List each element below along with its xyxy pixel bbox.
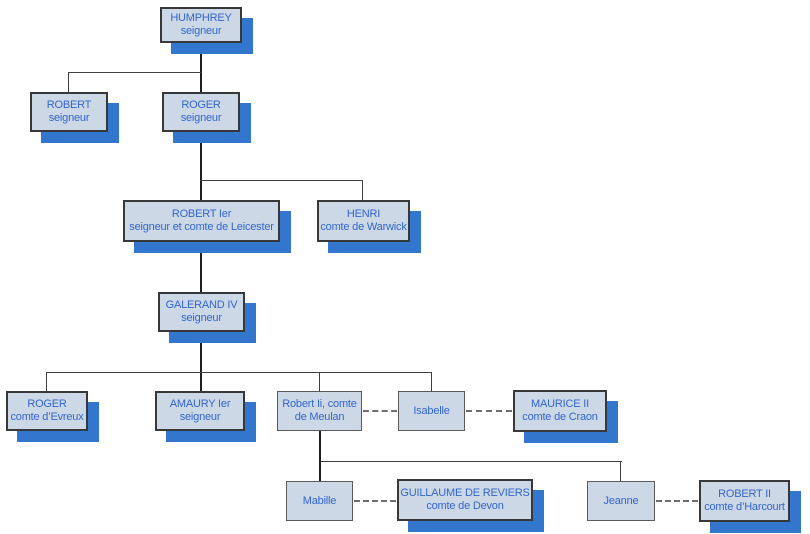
- connector-dashed-line: [466, 410, 512, 412]
- node-name-label: HUMPHREY: [170, 12, 232, 24]
- node-title-label: comte d’Harcourt: [704, 501, 785, 513]
- connector-horizontal-line: [68, 72, 201, 73]
- node-title-label: seigneur: [180, 25, 222, 37]
- connector-horizontal-line: [319, 461, 622, 462]
- tree-node-jeanne[interactable]: Jeanne: [587, 481, 655, 521]
- node-title-label: comte d’Evreux: [10, 411, 84, 423]
- node-title-label: seigneur: [181, 312, 222, 324]
- connector-horizontal-line: [46, 372, 432, 373]
- node-name-label: ROBERT: [46, 99, 92, 111]
- node-name-label: AMAURY Ier: [169, 398, 231, 410]
- connector-vertical-line: [362, 180, 363, 200]
- node-title-label: comte de Warwick: [320, 221, 407, 233]
- node-name-label: Robert Ii, comte: [282, 398, 357, 410]
- tree-node-mabille[interactable]: Mabille: [286, 481, 353, 521]
- node-name-label: ROBERT Ier: [171, 208, 232, 220]
- tree-node-isabelle[interactable]: Isabelle: [398, 391, 465, 431]
- connector-vertical-line: [200, 332, 202, 391]
- connector-horizontal-line: [200, 180, 363, 181]
- node-name-label: ROGER: [181, 99, 221, 111]
- connector-vertical-line: [200, 242, 202, 292]
- connector-vertical-line: [620, 461, 621, 481]
- node-title-label: seigneur: [48, 112, 90, 124]
- connector-vertical-line: [68, 72, 69, 92]
- connector-vertical-line: [200, 43, 202, 92]
- node-title-label: comte de Devon: [426, 500, 504, 512]
- node-name-label: GALERAND IV: [165, 299, 238, 311]
- node-name-label: Isabelle: [413, 404, 450, 417]
- connector-vertical-line: [319, 461, 321, 481]
- connector-vertical-line: [319, 431, 321, 462]
- node-title-label: seigneur: [180, 112, 222, 124]
- node-title-label: seigneur et comte de Leicester: [129, 221, 274, 233]
- connector-vertical-line: [200, 132, 202, 200]
- node-name-label: HENRI: [346, 208, 381, 220]
- node-title-label: comte de Craon: [522, 411, 598, 423]
- connector-vertical-line: [46, 372, 47, 391]
- connector-dashed-line: [656, 500, 698, 502]
- node-name-label: ROGER: [27, 398, 67, 410]
- connector-vertical-line: [319, 372, 320, 391]
- node-name-label: GUILLAUME DE REVIERS: [400, 487, 530, 499]
- node-name-label: Jeanne: [603, 494, 639, 507]
- node-name-label: MAURICE II: [531, 398, 589, 410]
- connector-vertical-line: [431, 372, 432, 391]
- connector-dashed-line: [363, 410, 397, 412]
- node-name-label: ROBERT II: [718, 488, 771, 500]
- node-name-label: Mabille: [302, 494, 337, 507]
- connector-dashed-line: [354, 500, 396, 502]
- node-title-label: seigneur: [179, 411, 221, 423]
- node-title-label: de Meulan: [294, 411, 345, 423]
